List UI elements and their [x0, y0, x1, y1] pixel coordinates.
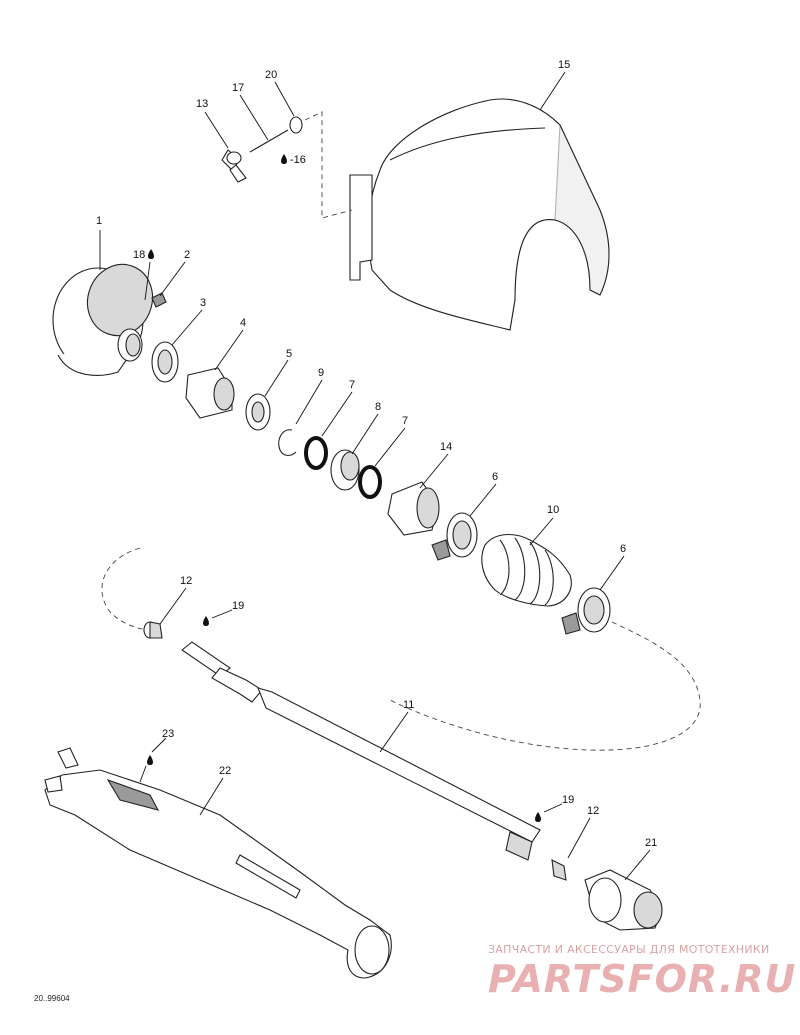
lubricant-16: -16 [281, 154, 306, 166]
callout-10: 10 [547, 504, 559, 516]
assembly-guide-loop [101, 547, 701, 751]
part-7-o-ring-a: 7 [304, 379, 355, 470]
callout-12a: 12 [180, 575, 192, 587]
callout-1: 1 [96, 215, 102, 227]
callout-3: 3 [200, 297, 206, 309]
part-13-wing-nut: 13 [196, 98, 247, 183]
callout-2: 2 [184, 249, 190, 261]
part-12-cap-b: 12 [551, 805, 599, 881]
callout-23: 23 [162, 728, 174, 740]
part-3-clamp: 3 [151, 297, 206, 383]
part-8-spacer: 8 [330, 401, 381, 491]
callout-4: 4 [240, 317, 246, 329]
part-11-driveshaft: 11 [181, 641, 541, 861]
part-20-washer: 20 [265, 69, 303, 134]
part-15-cover: 15 [349, 59, 610, 331]
watermark-logo: PARTSFOR.RU [488, 957, 796, 1001]
part-5-bearing: 5 [245, 348, 292, 431]
callout-8: 8 [375, 401, 381, 413]
watermark-tagline: ЗАПЧАСТИ И АКСЕССУАРЫ ДЛЯ МОТОТЕХНИКИ [488, 943, 770, 956]
lubricant-drop-icon [147, 755, 153, 765]
part-22-shaft-housing: 22 [44, 747, 392, 979]
lubricant-19a: 19 [203, 600, 244, 626]
lubricant-drop-icon [535, 812, 541, 822]
part-6-clamp-a: 6 [431, 471, 498, 561]
callout-7b: 7 [402, 415, 408, 427]
lubricant-19b: 19 [535, 794, 574, 822]
callout-6b: 6 [620, 543, 626, 555]
callout-11: 11 [403, 699, 414, 711]
lubricant-18: 18 [133, 249, 154, 301]
callout-16: -16 [290, 154, 306, 166]
callout-13: 13 [196, 98, 208, 110]
part-9-circlip: 9 [278, 367, 324, 457]
lubricant-drop-icon [281, 154, 287, 164]
part-4-bushing: 4 [185, 317, 246, 419]
part-21-bushing: 21 [584, 837, 663, 931]
callout-21: 21 [645, 837, 657, 849]
drawing-code: 20..99604 [34, 994, 70, 1003]
lubricant-drop-icon [148, 249, 154, 259]
part-2-grease-fitting: 2 [151, 249, 190, 308]
part-14-sleeve: 14 [387, 441, 452, 536]
callout-7a: 7 [349, 379, 355, 391]
guide-line-fasteners [304, 111, 353, 219]
callout-12b: 12 [587, 805, 599, 817]
part-10-boot: 10 [481, 504, 572, 607]
callout-20: 20 [265, 69, 277, 81]
callout-17: 17 [232, 82, 244, 94]
callout-19b: 19 [562, 794, 574, 806]
housing-sleeve [117, 328, 143, 362]
part-17-stud: 17 [232, 82, 289, 153]
part-1-housing: 1 [52, 215, 154, 376]
part-7-o-ring-b: 7 [358, 415, 408, 499]
part-12-cap-a: 12 [143, 575, 192, 639]
callout-18: 18 [133, 249, 145, 261]
lubricant-23: 23 [139, 728, 174, 783]
callout-22: 22 [219, 765, 231, 777]
callout-19a: 19 [232, 600, 244, 612]
callout-15: 15 [558, 59, 570, 71]
callout-6a: 6 [492, 471, 498, 483]
lubricant-drop-icon [203, 616, 209, 626]
callout-14: 14 [440, 441, 452, 453]
callout-9: 9 [318, 367, 324, 379]
part-6-clamp-b: 6 [561, 543, 626, 635]
callout-5: 5 [286, 348, 292, 360]
